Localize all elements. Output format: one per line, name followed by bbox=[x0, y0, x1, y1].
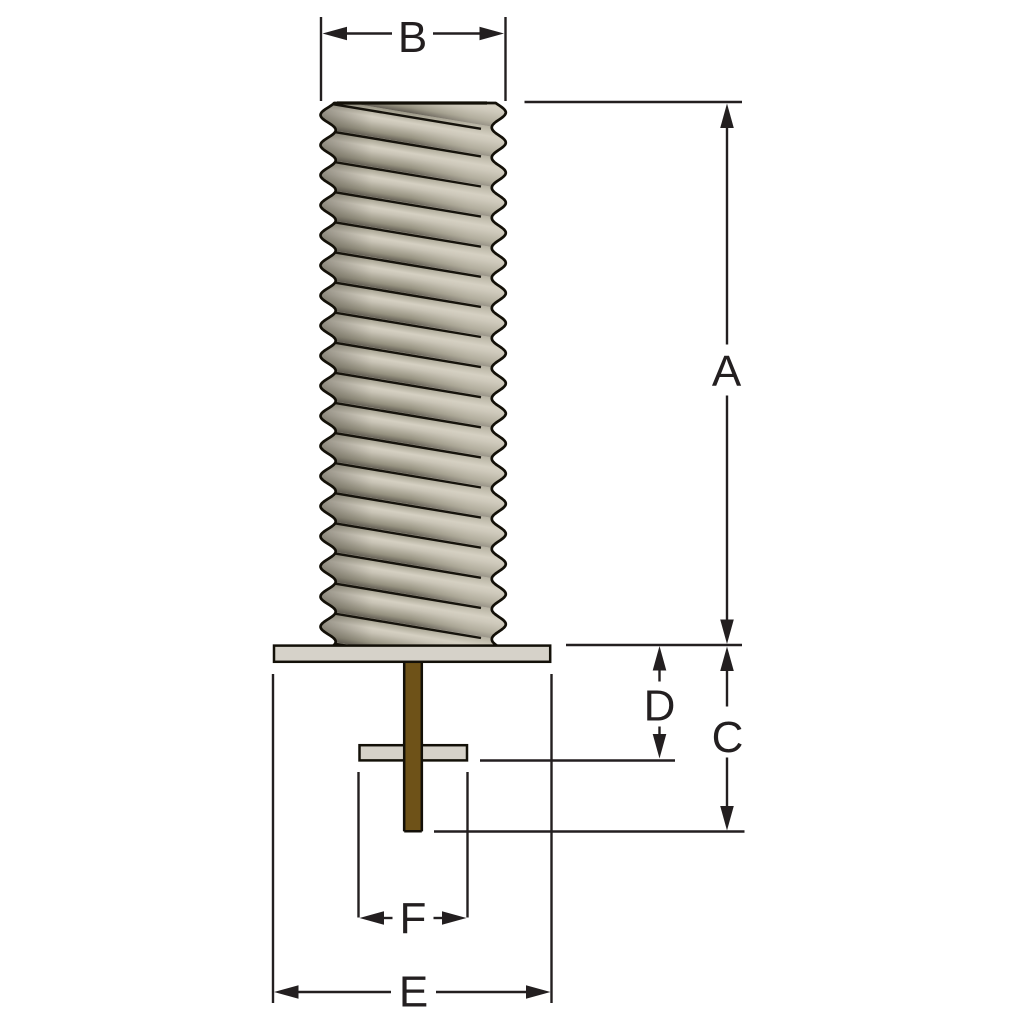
svg-text:B: B bbox=[398, 13, 427, 62]
svg-text:A: A bbox=[712, 347, 742, 396]
svg-text:F: F bbox=[400, 894, 427, 943]
svg-text:C: C bbox=[712, 713, 744, 762]
svg-text:E: E bbox=[399, 968, 428, 1017]
svg-text:D: D bbox=[644, 682, 676, 731]
